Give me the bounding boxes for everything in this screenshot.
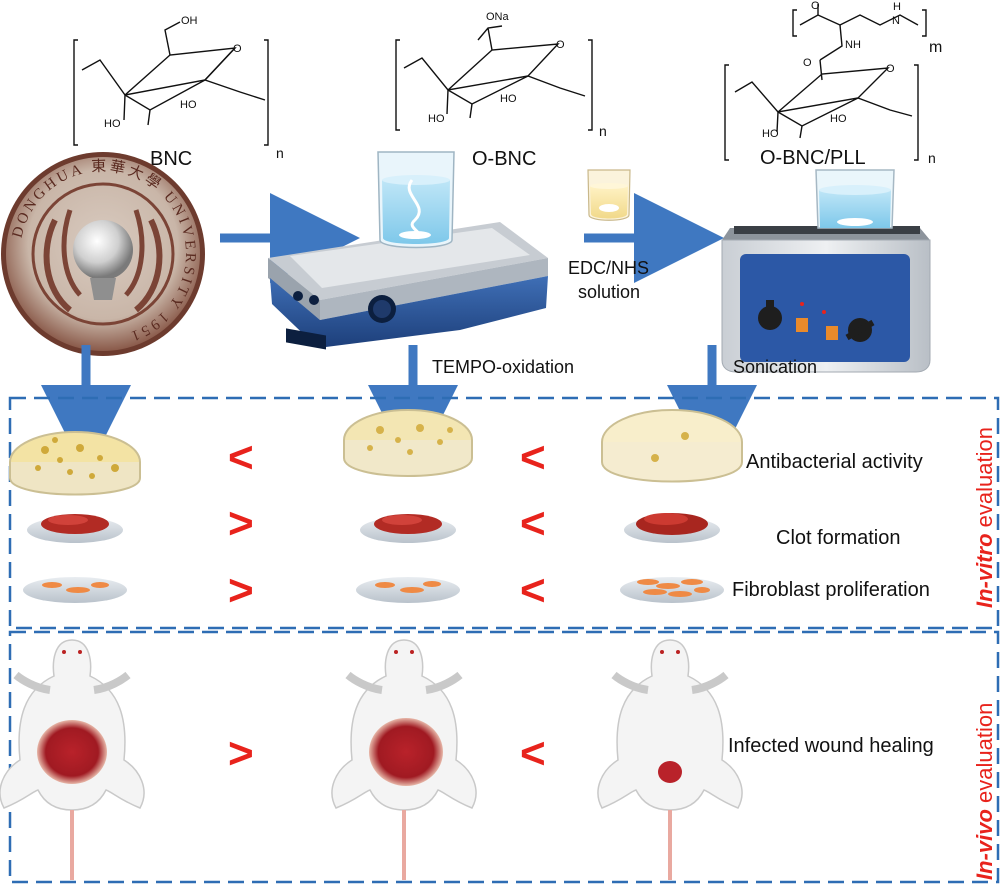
in-vivo-label: In-vivo evaluation xyxy=(972,703,997,880)
antibacterial-compare-1: < xyxy=(228,433,254,482)
pll-o-top: O xyxy=(811,0,820,12)
rat-icon xyxy=(0,639,145,880)
in-vitro-label: In-vitro evaluation xyxy=(972,427,997,608)
edc-nhs-label: EDC/NHS xyxy=(568,258,649,278)
obnc-ona: ONa xyxy=(486,11,510,23)
fibroblast-label: Fibroblast proliferation xyxy=(732,579,930,601)
university-seal-icon: DONGHUA 東華大學 UNIVERSITY 1951 xyxy=(1,152,205,356)
solution-label: solution xyxy=(578,282,640,302)
pll-label: O-BNC/PLL xyxy=(760,147,866,169)
bnc-label: BNC xyxy=(150,148,192,170)
wound-healing-label: Infected wound healing xyxy=(728,735,934,757)
sonication-label: Sonication xyxy=(733,357,817,377)
pll-subscript-m: m xyxy=(929,39,942,56)
clot-compare-2: < xyxy=(520,499,546,548)
antibacterial-compare-2: < xyxy=(520,433,546,482)
bnc-subscript: n xyxy=(276,145,284,161)
pll-ho-left: HO xyxy=(762,128,779,140)
clot-plate-icon xyxy=(27,514,123,543)
obnc-subscript: n xyxy=(599,123,607,139)
pll-o-amide: O xyxy=(803,57,812,69)
clot-plate-icon xyxy=(360,514,456,543)
bnc-ring-o: O xyxy=(233,43,242,55)
petri-dish-icon xyxy=(343,409,473,477)
bnc-oh-top: OH xyxy=(181,15,198,27)
obnc-ho-left: HO xyxy=(428,113,445,125)
petri-dish-icon xyxy=(601,409,743,483)
in-vivo-box xyxy=(8,630,1000,884)
rat-icon xyxy=(331,639,477,880)
wound-compare-2: < xyxy=(520,729,546,778)
edc-nhs-beaker-icon xyxy=(587,169,631,221)
tempo-label: TEMPO-oxidation xyxy=(432,357,574,377)
fibroblast-plate-icon xyxy=(23,577,127,603)
bnc-structure xyxy=(73,21,269,146)
beaker-icon xyxy=(377,151,455,249)
clot-plate-icon xyxy=(624,513,720,543)
pll-h: H xyxy=(893,1,901,13)
magnetic-stirrer-icon xyxy=(268,222,548,350)
clot-compare-1: > xyxy=(228,499,254,548)
fibroblast-plate-icon xyxy=(356,577,460,603)
pll-subscript-n: n xyxy=(928,150,936,166)
obnc-label: O-BNC xyxy=(472,148,536,170)
pll-nh: NH xyxy=(845,39,861,51)
wound-compare-1: > xyxy=(228,729,254,778)
pll-n: N xyxy=(892,15,900,27)
fibroblast-compare-1: > xyxy=(228,566,254,615)
fibroblast-plate-icon xyxy=(620,577,724,603)
pll-ring-o: O xyxy=(886,63,895,75)
fibroblast-compare-2: < xyxy=(520,566,546,615)
ultrasonic-bath-icon xyxy=(721,169,931,373)
antibacterial-label: Antibacterial activity xyxy=(746,451,923,473)
in-vitro-box xyxy=(8,396,1000,630)
obnc-ring-o: O xyxy=(556,39,565,51)
bnc-ho-mid: HO xyxy=(180,99,197,111)
clot-formation-label: Clot formation xyxy=(776,527,901,549)
bnc-ho-left: HO xyxy=(104,118,121,130)
petri-dish-icon xyxy=(9,431,141,496)
obnc-pll-structure xyxy=(724,4,927,161)
rat-icon xyxy=(597,639,743,880)
obnc-structure xyxy=(395,25,593,131)
obnc-ho-mid: HO xyxy=(500,93,517,105)
pll-ho-mid: HO xyxy=(830,113,847,125)
